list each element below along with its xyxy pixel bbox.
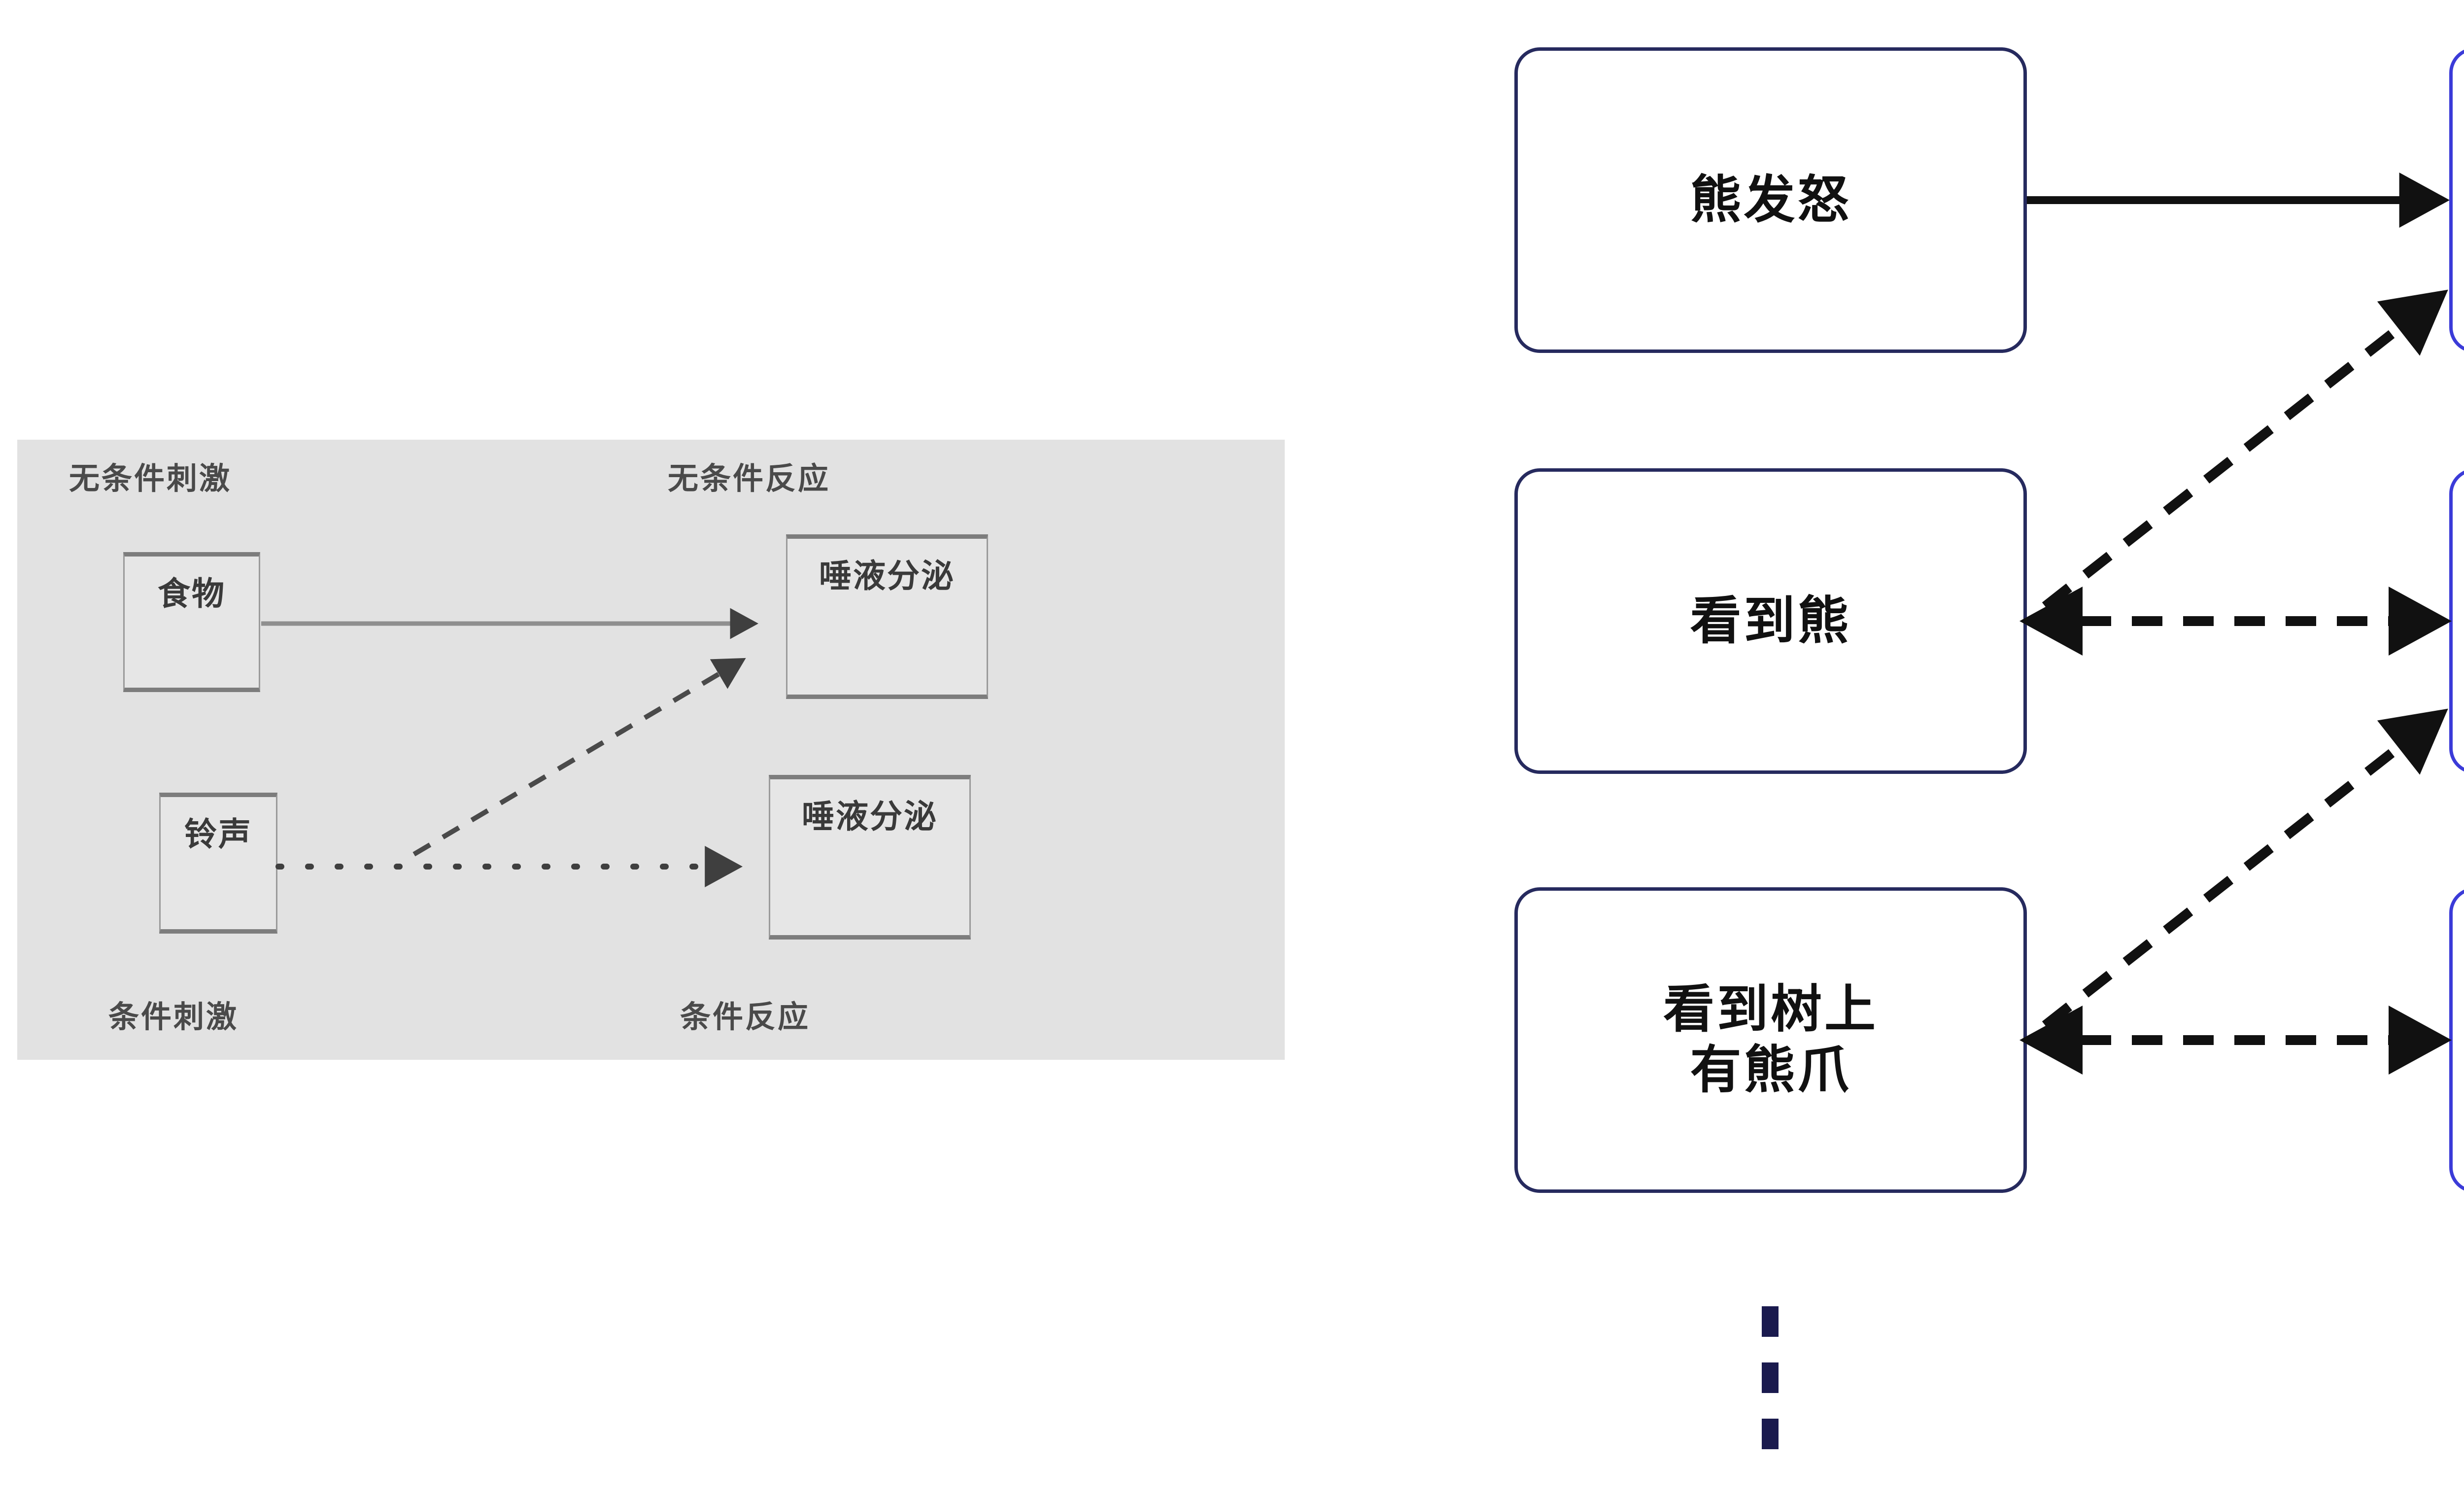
ellipsis-dot [1762, 1306, 1779, 1337]
conditioned-response-label: 条件反应 [680, 1000, 811, 1034]
unconditioned-stimulus-label: 无条件刺激 [69, 462, 232, 496]
cc-box-salivation-unconditioned: 唾液分泌 [786, 534, 988, 699]
cc-box-food-label: 食物 [158, 575, 226, 612]
node-bear-angry: 熊发怒 [1514, 47, 2027, 353]
node-see-claw-line2: 有熊爪 [1690, 1042, 1851, 1099]
arrow-see-claw-to-value-next-state [2042, 708, 2448, 1029]
arrow-bell-to-salivation-unconditioned [412, 658, 746, 857]
cc-box-salivation-unconditioned-label: 唾液分泌 [819, 558, 955, 594]
node-bear-angry-label: 熊发怒 [1690, 171, 1851, 229]
node-see-claw-on-tree: 看到树上 有熊爪 [1514, 887, 2027, 1193]
cc-box-food: 食物 [123, 552, 260, 692]
conditioned-stimulus-label: 条件刺激 [108, 1000, 239, 1034]
cc-box-bell: 铃声 [159, 793, 277, 934]
cc-box-bell-label: 铃声 [184, 816, 252, 852]
cc-box-salivation-conditioned-label: 唾液分泌 [802, 798, 938, 835]
cc-box-salivation-conditioned: 唾液分泌 [769, 775, 971, 940]
node-see-claw-on-tree-label: 看到树上 有熊爪 [1663, 979, 1878, 1100]
node-see-bear-label: 看到熊 [1690, 592, 1851, 650]
node-reward: 奖励 [2449, 47, 2464, 353]
classical-conditioning-panel: 无条件刺激 无条件反应 条件刺激 条件反应 食物 铃声 唾液分泌 唾液分泌 [17, 440, 1285, 1060]
node-see-claw-line1: 看到树上 [1663, 981, 1878, 1039]
ellipsis-dot [1762, 1419, 1779, 1449]
node-see-bear: 看到熊 [1514, 468, 2027, 774]
vertical-ellipsis-left-column [1762, 1306, 1779, 1449]
ellipsis-dot [1762, 1362, 1779, 1393]
unconditioned-response-label: 无条件反应 [668, 462, 831, 496]
arrow-see-bear-to-reward [2042, 289, 2448, 610]
